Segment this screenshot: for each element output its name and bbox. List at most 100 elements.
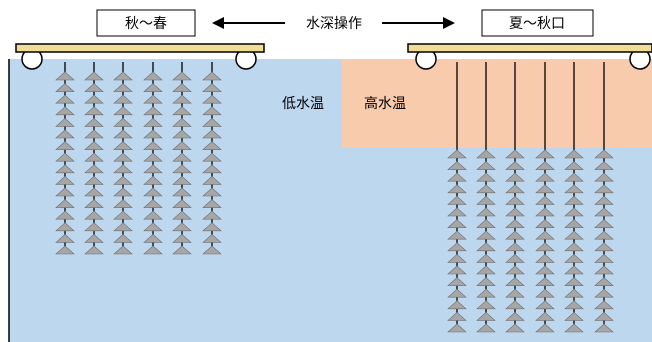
oyster-icon (505, 311, 525, 321)
oyster-icon (505, 288, 525, 298)
raft-beam (407, 43, 652, 53)
oyster-icon (535, 311, 555, 321)
oyster-line (143, 62, 163, 255)
oyster-icon (84, 117, 104, 127)
oyster-icon (594, 265, 614, 275)
oyster-icon (476, 207, 496, 217)
oyster-icon (55, 233, 75, 243)
oyster-icon (172, 199, 192, 208)
oyster-icon (535, 300, 555, 310)
oyster-icon (202, 117, 222, 127)
oyster-icon (564, 265, 584, 275)
oyster-icon (594, 161, 614, 170)
oyster-icon (55, 71, 75, 81)
oyster-icon (84, 210, 104, 220)
oyster-icon (476, 323, 496, 333)
oyster-icon (84, 222, 104, 232)
oyster-icon (55, 245, 75, 255)
oyster-icon (55, 129, 75, 139)
operation-label: 水深操作 (306, 16, 362, 32)
oyster-icon (55, 94, 75, 104)
oyster-icon (594, 253, 614, 263)
oyster-icon (143, 106, 163, 116)
oyster-icon (447, 195, 467, 205)
oyster-icon (505, 242, 525, 252)
oyster-icon (594, 149, 614, 159)
oyster-icon (143, 245, 163, 255)
oyster-line (447, 62, 467, 333)
oyster-icon (476, 149, 496, 159)
oyster-icon (202, 233, 222, 243)
oyster-icon (113, 187, 133, 197)
oyster-icon (143, 83, 163, 92)
oyster-icon (202, 152, 222, 162)
oyster-icon (564, 230, 584, 240)
oyster-icon (172, 164, 192, 174)
oyster-icon (113, 141, 133, 150)
oyster-icon (476, 300, 496, 310)
oyster-icon (113, 117, 133, 127)
oyster-icon (84, 94, 104, 104)
oyster-icon (564, 172, 584, 182)
oyster-icon (447, 161, 467, 170)
oyster-icon (143, 141, 163, 150)
oyster-icon (172, 117, 192, 127)
oyster-icon (535, 288, 555, 298)
oyster-icon (594, 230, 614, 240)
oyster-icon (535, 253, 555, 263)
oyster-icon (564, 311, 584, 321)
oyster-icon (143, 199, 163, 208)
oyster-icon (143, 175, 163, 185)
oyster-icon (143, 94, 163, 104)
oyster-icon (505, 300, 525, 310)
oyster-icon (202, 94, 222, 104)
oyster-icon (594, 311, 614, 321)
oyster-icon (172, 83, 192, 92)
right-oyster-lines (447, 62, 614, 333)
oyster-icon (55, 187, 75, 197)
oyster-line (55, 62, 75, 255)
oyster-icon (143, 164, 163, 174)
oyster-icon (594, 288, 614, 298)
oyster-icon (564, 288, 584, 298)
oyster-icon (172, 129, 192, 139)
oyster-icon (535, 149, 555, 159)
oyster-icon (505, 230, 525, 240)
oyster-icon (202, 210, 222, 220)
oyster-line (505, 62, 525, 333)
oyster-icon (447, 253, 467, 263)
arrow-left-icon (212, 17, 285, 29)
oyster-icon (535, 265, 555, 275)
oyster-icon (113, 210, 133, 220)
oyster-icon (505, 277, 525, 286)
oyster-line (564, 62, 584, 333)
oyster-icon (143, 187, 163, 197)
oyster-icon (202, 83, 222, 92)
oyster-icon (505, 265, 525, 275)
oyster-icon (143, 233, 163, 243)
oyster-icon (505, 195, 525, 205)
oyster-icon (535, 207, 555, 217)
oyster-icon (113, 106, 133, 116)
oyster-icon (172, 71, 192, 81)
oyster-icon (84, 164, 104, 174)
oyster-icon (594, 184, 614, 194)
oyster-icon (505, 161, 525, 170)
oyster-icon (202, 222, 222, 232)
oyster-line (476, 62, 496, 333)
oyster-icon (447, 207, 467, 217)
oyster-icon (594, 323, 614, 333)
oyster-icon (113, 152, 133, 162)
oyster-line (594, 62, 614, 333)
oyster-icon (535, 230, 555, 240)
oyster-icon (564, 323, 584, 333)
right-raft (407, 43, 652, 70)
oyster-icon (84, 129, 104, 139)
oyster-icon (447, 172, 467, 182)
oyster-icon (447, 300, 467, 310)
oyster-icon (84, 187, 104, 197)
oyster-icon (84, 199, 104, 208)
oyster-icon (55, 175, 75, 185)
oyster-icon (143, 222, 163, 232)
